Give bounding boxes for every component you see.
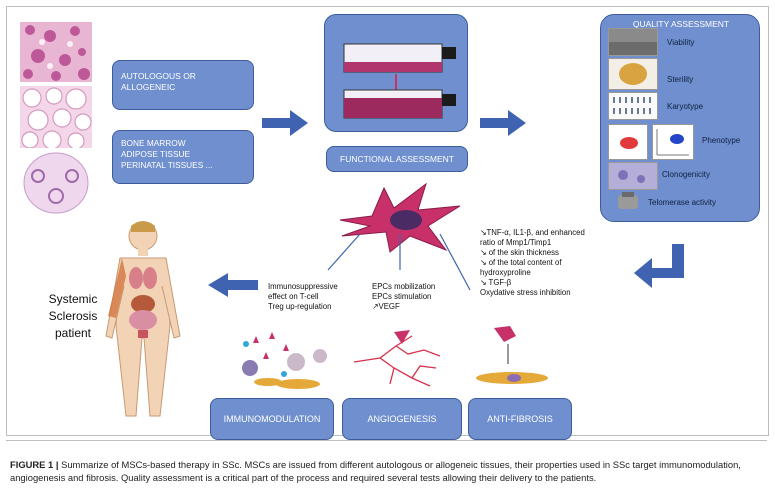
angiogenesis-label: ANGIOGENESIS [367, 414, 437, 424]
cell-effect-arrows [327, 233, 471, 291]
fibro-line-7: Oxydative stress inhibition [480, 288, 571, 297]
caption-separator [6, 440, 767, 441]
qa-sterility: Sterility [667, 75, 694, 84]
antifibrosis-box: ANTI-FIBROSIS [468, 398, 572, 440]
clonogenicity-image [608, 162, 658, 190]
qa-phenotype: Phenotype [702, 136, 741, 145]
qa-clonogenicity: Clonogenicity [662, 170, 711, 179]
fibro-effect-text: ↘TNF-α, IL1-β, and enhanced ratio of Mmp… [480, 228, 585, 298]
angio-line-2: EPCs stimulation [372, 292, 432, 301]
phenotype-image-2 [652, 124, 694, 160]
tissue-line-2: ADIPOSE TISSUE [121, 149, 191, 159]
fibro-line-4: ↘ of the total content of [480, 258, 562, 267]
patient-line-2: Sclerosis [48, 309, 98, 323]
angiogenesis-box: ANGIOGENESIS [342, 398, 462, 440]
caption-text: Summarize of MSCs-based therapy in SSc. … [10, 459, 741, 483]
immuno-line-1: Immunosuppressive [268, 282, 338, 291]
angio-line-1: EPCs mobilization [372, 282, 436, 291]
arrow-left [208, 273, 258, 297]
tissue-image-bone-marrow [20, 22, 92, 82]
functional-assessment-label: FUNCTIONAL ASSESSMENT [340, 154, 454, 164]
arrow-down-left [634, 244, 684, 288]
patient-line-1: Systemic [48, 292, 98, 306]
tissue-image-perinatal [20, 150, 92, 216]
functional-assessment-box: FUNCTIONAL ASSESSMENT [326, 146, 468, 172]
angio-line-3: ↗VEGF [372, 302, 400, 311]
patient-body-image [105, 221, 181, 417]
qa-viability: Viability [667, 38, 695, 47]
angiogenesis-illustration [353, 330, 441, 387]
tissue-line-1: BONE MARROW [121, 138, 186, 148]
culture-flasks-image [343, 43, 456, 119]
figure-caption: FIGURE 1 | Summarize of MSCs-based thera… [10, 458, 765, 484]
viability-image [608, 28, 658, 56]
origin-line-1: AUTOLOGOUS OR [121, 71, 196, 81]
fibro-line-5: hydroxyproline [480, 268, 531, 277]
fibro-line-1: ↘TNF-α, IL1-β, and enhanced [480, 228, 585, 237]
origin-box: AUTOLOGOUS OR ALLOGENEIC [112, 60, 254, 110]
karyotype-image [608, 92, 658, 120]
immunomodulation-illustration [242, 332, 327, 389]
arrow-right-2 [480, 110, 526, 136]
antifibrosis-illustration [476, 326, 548, 384]
caption-label: FIGURE 1 | [10, 459, 59, 470]
fibro-line-3: ↘ of the skin thickness [480, 248, 559, 257]
arrow-right-1 [262, 110, 308, 136]
origin-line-2: ALLOGENEIC [121, 82, 176, 92]
immuno-effect-text: Immunosuppressive effect on T-cell Treg … [268, 282, 338, 312]
immuno-line-3: Treg up-regulation [268, 302, 332, 311]
quality-assessment-title: QUALITY ASSESSMENT [632, 19, 730, 29]
tissue-line-3: PERINATAL TISSUES ... [121, 160, 213, 170]
msc-cell-image [339, 182, 461, 253]
patient-line-3: patient [54, 326, 92, 340]
angio-effect-text: EPCs mobilization EPCs stimulation ↗VEGF [372, 282, 435, 312]
fibro-line-2: ratio of Mmp1/Timp1 [480, 238, 552, 247]
phenotype-image-1 [608, 124, 648, 160]
tissues-box: BONE MARROW ADIPOSE TISSUE PERINATAL TIS… [112, 130, 254, 184]
qa-karyotype: Karyotype [667, 102, 704, 111]
immunomodulation-box: IMMUNOMODULATION [210, 398, 334, 440]
fibro-line-6: ↘ TGF-β [480, 278, 512, 287]
telomerase-image [618, 192, 638, 209]
immuno-line-2: effect on T-cell [268, 292, 319, 301]
patient-label: Systemic Sclerosis patient [32, 291, 114, 342]
immunomodulation-label: IMMUNOMODULATION [223, 414, 321, 424]
tissue-image-adipose [20, 86, 92, 148]
antifibrosis-label: ANTI-FIBROSIS [487, 414, 553, 424]
qa-telomerase: Telomerase activity [648, 198, 717, 207]
flask-top [343, 43, 456, 73]
sterility-image [608, 58, 658, 90]
flask-bottom [343, 89, 456, 119]
